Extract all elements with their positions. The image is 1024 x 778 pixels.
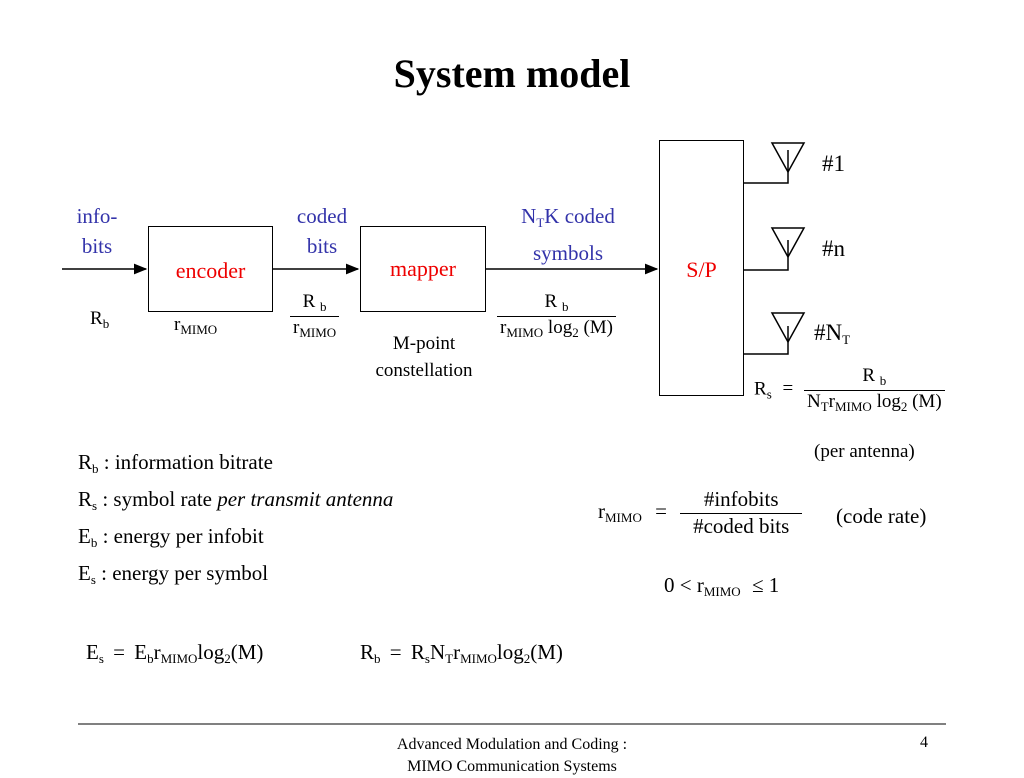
antenna-1-label: #1 [822, 151, 845, 176]
equation-es: Es = EbrMIMOlog2(M) [86, 640, 264, 666]
code-rate-bound: 0 < rMIMO ≤ 1 [664, 573, 780, 599]
slide-title: System model [393, 51, 631, 96]
legend-item-rs: Rs : symbol rate per transmit antenna [78, 487, 394, 513]
equation-rb: Rb = RsNTrMIMOlog2(M) [360, 640, 563, 666]
antenna-NT-icon [770, 312, 806, 344]
footer-text: Advanced Modulation and Coding : MIMO Co… [396, 736, 628, 775]
legend-item-rb: Rb : information bitrate [78, 450, 273, 476]
antenna-feed-n [744, 240, 789, 271]
legend-item-es: Es : energy per symbol [78, 561, 269, 587]
antenna-feed-NT [744, 326, 789, 355]
encoder-label: encoder [175, 258, 246, 283]
encoder-rate: rMIMO [174, 314, 218, 337]
antenna-1-icon [770, 142, 806, 174]
page-number: 4 [920, 734, 928, 751]
antenna-n-label: #n [822, 236, 845, 261]
sp-label: S/P [686, 257, 717, 282]
coded-bit-rate-fraction: R b rMIMO [290, 291, 340, 341]
code-rate-formula: rMIMO = #infobits #coded bits [598, 487, 803, 539]
sp-block: S/P [659, 140, 744, 396]
info-bits-label: info-bits [76, 204, 118, 258]
antenna-n-icon [770, 227, 806, 259]
code-rate-note: (code rate) [836, 504, 927, 528]
rate-Rb: Rb [90, 308, 110, 331]
antenna-NT-label: #NT [814, 320, 851, 347]
mapper-label: mapper [390, 256, 456, 281]
symbol-legend: Rb : information bitrate Rs : symbol rat… [78, 447, 393, 595]
antenna-feed-1 [744, 150, 789, 184]
nt-coded-symbols-label: NTK coded symbols [521, 204, 615, 265]
rs-formula: Rs = R b NTrMIMO log2 (M) [754, 365, 945, 415]
encoder-block: encoder [148, 226, 273, 312]
per-antenna-note: (per antenna) [814, 441, 915, 462]
mapper-block: mapper [360, 226, 486, 312]
symbol-rate-fraction: R b rMIMO log2 (M) [497, 291, 617, 341]
legend-item-eb: Eb : energy per infobit [78, 524, 264, 550]
